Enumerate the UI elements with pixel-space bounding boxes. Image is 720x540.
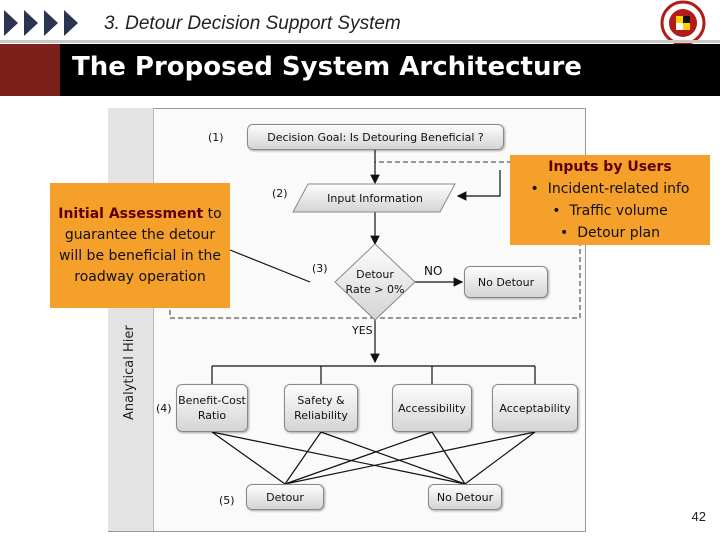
initial-assessment-body: to guarantee the detour will be benefici… — [58, 205, 222, 285]
title-banner — [60, 44, 720, 96]
inputs-by-users-title: Inputs by Users — [548, 159, 672, 175]
step-1-label: (1) — [208, 131, 224, 144]
diagram-panel — [108, 108, 586, 532]
inputs-by-users-callout: Inputs by Users • Incident-related info … — [510, 155, 710, 245]
criterion-acceptability-box: Acceptability — [492, 384, 578, 432]
criterion-accessibility-text: Accessibility — [398, 401, 466, 415]
initial-assessment-callout: Initial Assessment to guarantee the deto… — [50, 183, 230, 308]
slide-title: The Proposed System Architecture — [72, 52, 582, 82]
banner-accent — [0, 44, 60, 96]
decision-rate-text: Detour Rate > 0% — [345, 268, 405, 296]
inputs-item: • Traffic volume — [552, 203, 668, 219]
alternative-detour-box: Detour — [246, 484, 324, 510]
step-3-label: (3) — [312, 262, 328, 275]
alternative-no-detour-text: No Detour — [436, 490, 494, 504]
criterion-benefit-cost-box: Benefit-Cost Ratio — [176, 384, 248, 432]
initial-assessment-title: Initial Assessment — [58, 205, 204, 222]
criterion-benefit-cost-text: Benefit-Cost Ratio — [178, 394, 246, 422]
header-divider — [0, 40, 720, 43]
inputs-item: • Detour plan — [560, 225, 660, 241]
no-branch-label: NO — [424, 264, 443, 278]
input-information-text: Input Information — [327, 191, 423, 205]
no-detour-result-box: No Detour — [464, 266, 548, 298]
step-2-label: (2) — [272, 187, 288, 200]
step-5-label: (5) — [219, 494, 235, 507]
criterion-safety-box: Safety & Reliability — [284, 384, 358, 432]
alternative-no-detour-box: No Detour — [428, 484, 502, 510]
criterion-accessibility-box: Accessibility — [392, 384, 472, 432]
decision-goal-box: Decision Goal: Is Detouring Beneficial ? — [247, 124, 504, 150]
forward-arrow-icon — [4, 10, 78, 36]
step-4-label: (4) — [156, 402, 172, 415]
decision-goal-text: Decision Goal: Is Detouring Beneficial ? — [267, 130, 484, 144]
section-title: 3. Detour Decision Support System — [104, 13, 401, 34]
yes-branch-label: YES — [352, 324, 373, 337]
alternative-detour-text: Detour — [266, 490, 304, 504]
inputs-item: • Incident-related info — [530, 181, 690, 197]
hierarchy-band — [108, 108, 154, 531]
criterion-safety-text: Safety & Reliability — [294, 394, 348, 422]
no-detour-result-text: No Detour — [477, 275, 535, 289]
page-number: 42 — [691, 509, 706, 524]
criterion-acceptability-text: Acceptability — [499, 401, 571, 415]
